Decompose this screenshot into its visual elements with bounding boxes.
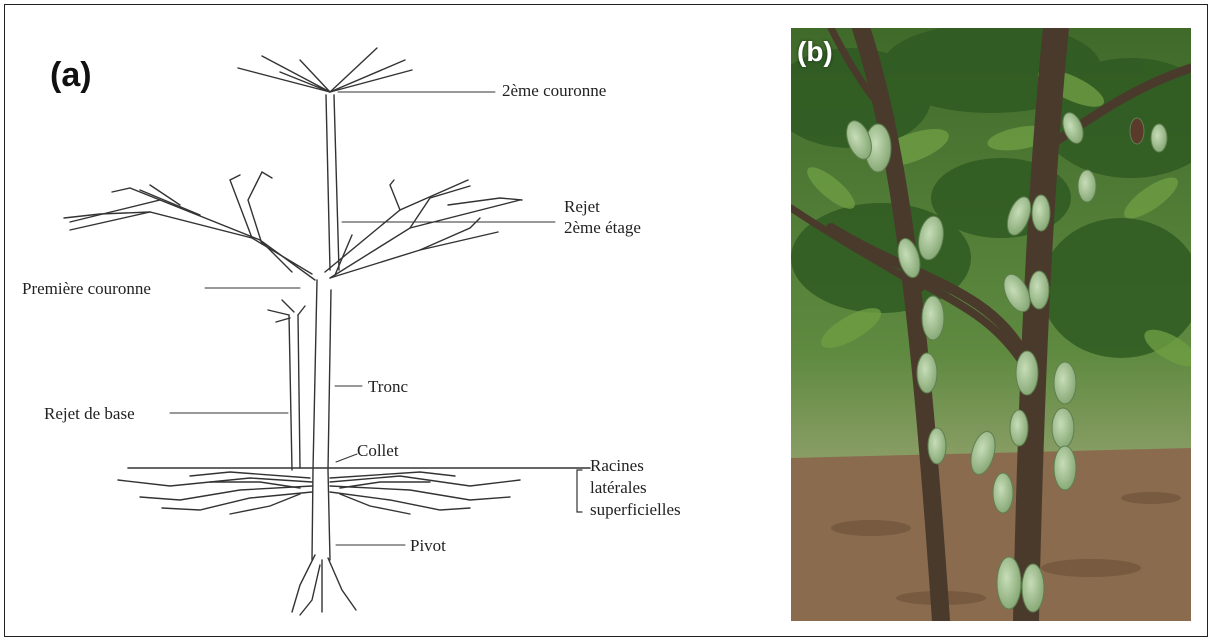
- label-laterales: latérales: [590, 477, 647, 498]
- label-premiere-couronne: Première couronne: [22, 278, 151, 299]
- label-rejet-de-base: Rejet de base: [44, 403, 135, 424]
- label-tronc: Tronc: [368, 376, 408, 397]
- upper-trunk-left-line: [326, 95, 330, 270]
- trunk-left-line: [312, 280, 317, 560]
- label-2eme-etage: 2ème étage: [564, 217, 641, 238]
- upper-trunk-right-line: [334, 95, 339, 270]
- cocoa-tree-photo: (b): [791, 28, 1191, 621]
- label-2eme-couronne: 2ème couronne: [502, 80, 606, 101]
- label-superficielles: superficielles: [590, 499, 681, 520]
- trunk-right-line: [328, 290, 331, 560]
- label-racines: Racines: [590, 455, 644, 476]
- label-rejet: Rejet: [564, 196, 600, 217]
- label-pivot: Pivot: [410, 535, 446, 556]
- label-collet: Collet: [357, 440, 399, 461]
- panel-b-label: (b): [797, 36, 833, 68]
